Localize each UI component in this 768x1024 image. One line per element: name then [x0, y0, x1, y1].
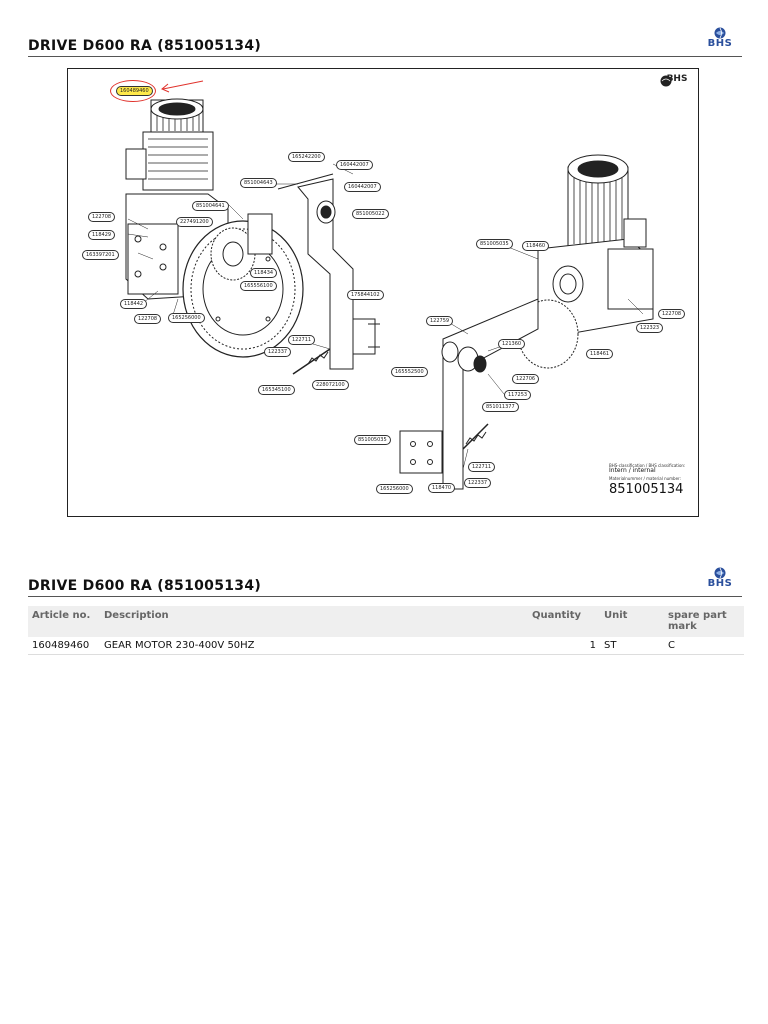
- cell-description: GEAR MOTOR 230-400V 50HZ: [100, 637, 528, 655]
- logo-text: BHS: [707, 578, 733, 589]
- callout-tag: 165552500: [391, 367, 428, 377]
- column-header-quantity: Quantity: [528, 606, 600, 637]
- column-header-spare-part-mark: spare part mark: [664, 606, 744, 637]
- callout-tag: 165345100: [258, 385, 295, 395]
- globe-icon: [714, 567, 726, 579]
- callout-tag: 175844102: [347, 290, 384, 300]
- callout-tag: 118460: [522, 241, 550, 251]
- table-row: 160489460 GEAR MOTOR 230-400V 50HZ 1 ST …: [28, 637, 744, 655]
- callout-tag: 118434: [250, 268, 278, 278]
- callout-tag: 122337: [264, 347, 292, 357]
- callout-tag: 165256000: [376, 484, 413, 494]
- callout-tag: 122708: [658, 309, 686, 319]
- callout-tag: 163397201: [82, 250, 119, 260]
- bhs-logo: BHS: [702, 567, 738, 593]
- callout-tag: 851004641: [192, 201, 229, 211]
- callout-tag: 122759: [426, 316, 454, 326]
- column-header-article: Article no.: [28, 606, 100, 637]
- callout-tag: 122711: [468, 462, 496, 472]
- parts-header: DRIVE D600 RA (851005134) BHS: [28, 567, 742, 597]
- cell-unit: ST: [600, 637, 664, 655]
- column-header-unit: Unit: [600, 606, 664, 637]
- callout-tag: 118461: [586, 349, 614, 359]
- material-number: 851005134: [609, 482, 684, 497]
- classification-block: BHS-classification / BHS classification:…: [609, 463, 685, 498]
- callout-tag: 122706: [512, 374, 540, 384]
- callout-tag: 227491200: [176, 217, 213, 227]
- callout-tag: 122708: [88, 212, 116, 222]
- callout-tag: 851011377: [482, 402, 519, 412]
- bhs-globe-icon: [660, 75, 672, 87]
- cell-quantity: 1: [528, 637, 600, 655]
- parts-title: DRIVE D600 RA (851005134): [28, 578, 262, 594]
- classification-label: BHS-classification / BHS classification:: [609, 463, 686, 468]
- callout-tag: 851005022: [352, 209, 389, 219]
- parts-table: Article no. Description Quantity Unit sp…: [28, 606, 744, 655]
- callout-tag: 122708: [134, 314, 162, 324]
- callout-tag: 117253: [504, 390, 532, 400]
- callout-tag: 165256000: [168, 313, 205, 323]
- callout-tag: 160442007: [344, 182, 381, 192]
- table-header-row: Article no. Description Quantity Unit sp…: [28, 606, 744, 637]
- callout-tag: 118442: [120, 299, 148, 309]
- globe-icon: [714, 27, 726, 39]
- callout-tag: 160489460: [116, 86, 153, 96]
- logo-text: BHS: [707, 38, 733, 49]
- callout-tag: 851004643: [240, 178, 277, 188]
- drawing-logo-text: BHS: [666, 74, 688, 84]
- callout-tag: 228072100: [312, 380, 349, 390]
- callout-tag: 122711: [288, 335, 316, 345]
- bhs-logo: BHS: [702, 27, 738, 53]
- drawing-lines: [125, 80, 654, 490]
- classification-value: Intern / internal: [609, 467, 656, 474]
- callout-tag: 165242200: [288, 152, 325, 162]
- callout-tag: 160442007: [336, 160, 373, 170]
- drawing-logo: BHS: [660, 74, 694, 87]
- exploded-drawing: 160489460 165242200 160442007 851004643 …: [67, 68, 699, 517]
- cell-article: 160489460: [28, 637, 100, 655]
- cell-mark: C: [664, 637, 744, 655]
- material-number-label: Materialnummer / material number:: [609, 476, 681, 481]
- page-header: DRIVE D600 RA (851005134) BHS: [28, 27, 742, 57]
- callout-tag: 851005035: [354, 435, 391, 445]
- column-header-description: Description: [100, 606, 528, 637]
- callout-tag: 121360: [498, 339, 526, 349]
- page-title: DRIVE D600 RA (851005134): [28, 38, 262, 54]
- highlight-ring: [110, 80, 156, 102]
- callout-tag: 118470: [428, 483, 456, 493]
- callout-tag: 851005035: [476, 239, 513, 249]
- callout-tag: 122337: [464, 478, 492, 488]
- callout-tag: 118429: [88, 230, 116, 240]
- callout-tag: 122323: [636, 323, 664, 333]
- callout-tag: 165556100: [240, 281, 277, 291]
